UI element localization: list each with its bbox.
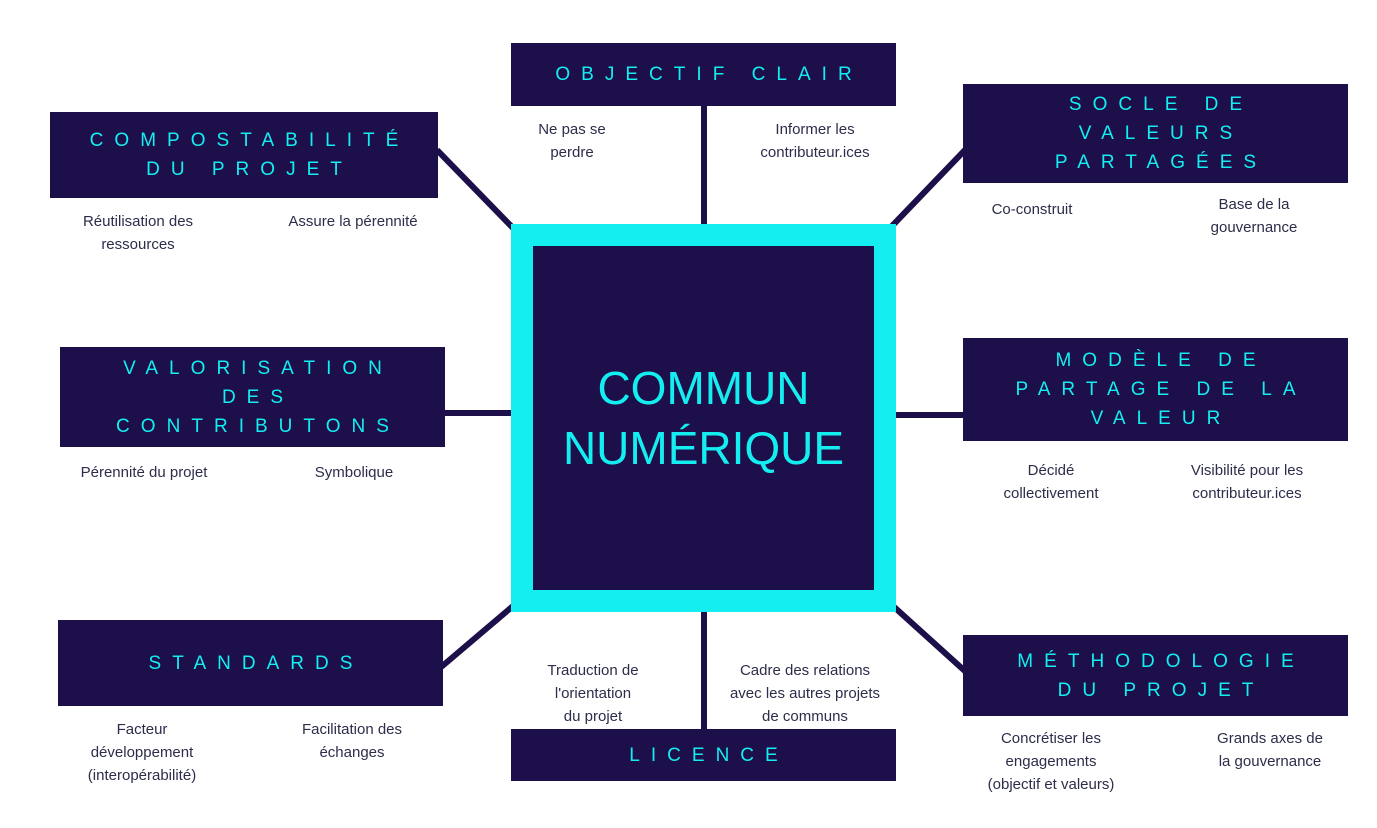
node-valorisation: VALORISATION DES CONTRIBUTONS [60,347,445,447]
node-compostabilite-title-1: COMPOSTABILITÉ [89,130,410,151]
node-valorisation-title-1: VALORISATION [123,357,393,379]
node-standards: STANDARDS [58,620,443,706]
node-methodologie-title-2: DU PROJET [1057,679,1265,701]
connector-methodologie [890,603,969,675]
connector-compostabilite [434,147,516,231]
node-compostabilite-title-2: DU PROJET [146,159,353,180]
node-standards-title: STANDARDS [148,652,364,674]
connector-socle-valeurs [889,147,968,229]
node-modele-partage: MODÈLE DE PARTAGE DE LA VALEUR [963,338,1348,441]
connector-standards [438,603,515,671]
node-compostabilite: COMPOSTABILITÉ DU PROJET [50,112,438,198]
label-co-construit: Co-construit [991,201,1073,218]
node-modele-partage-title-3: VALEUR [1090,408,1232,429]
label-assure-perennite: Assure la pérennité [288,213,418,230]
center-node: COMMUN NUMÉRIQUE [511,224,896,612]
node-valorisation-title-2: DES [221,386,295,408]
node-socle-valeurs-title-3: PARTAGÉES [1054,152,1268,173]
center-title-line-1: COMMUN [597,362,810,414]
node-objectif-clair: OBJECTIF CLAIR [511,43,896,106]
node-valorisation-title-3: CONTRIBUTONS [116,415,400,437]
node-licence: LICENCE [511,729,896,781]
node-methodologie: MÉTHODOLOGIE DU PROJET [963,635,1348,716]
node-objectif-clair-title: OBJECTIF CLAIR [555,64,863,85]
center-node-inner: COMMUN NUMÉRIQUE [533,246,874,590]
node-socle-valeurs-title-2: VALEURS [1078,123,1244,144]
label-perennite-projet: Pérennité du projet [80,464,208,481]
node-modele-partage-title-1: MODÈLE DE [1055,350,1267,371]
node-socle-valeurs-title-1: SOCLE DE [1068,94,1254,115]
node-modele-partage-title-2: PARTAGE DE LA [1015,379,1307,400]
node-licence-title: LICENCE [629,744,789,766]
label-symbolique: Symbolique [314,464,394,481]
center-title-line-2: NUMÉRIQUE [562,422,845,474]
node-socle-valeurs: SOCLE DE VALEURS PARTAGÉES [963,84,1348,183]
node-methodologie-title-1: MÉTHODOLOGIE [1017,650,1305,672]
